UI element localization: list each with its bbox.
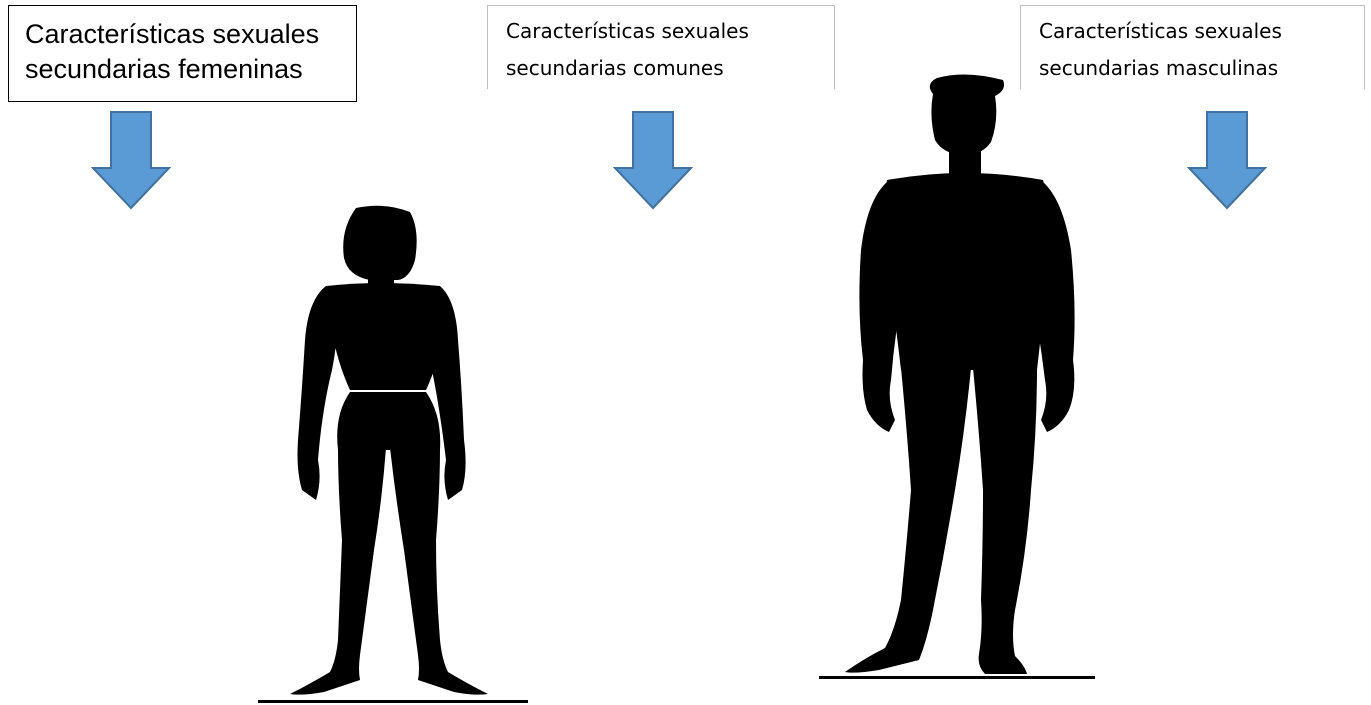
down-arrow-icon <box>1187 111 1267 210</box>
down-arrow-icon <box>91 111 171 210</box>
female-silhouette <box>258 205 528 703</box>
male-label-line-1: Características sexuales <box>1039 19 1282 43</box>
male-silhouette <box>819 74 1095 679</box>
male-characteristics-label: Características sexuales secundarias mas… <box>1020 5 1365 89</box>
common-label-line-1: Características sexuales <box>506 19 749 43</box>
male-label-line-2: secundarias masculinas <box>1039 56 1279 80</box>
female-label-line-1: Características sexuales <box>25 19 320 49</box>
common-label-line-2: secundarias comunes <box>506 56 724 80</box>
female-characteristics-label: Características sexuales secundarias fem… <box>8 5 357 102</box>
female-label-line-2: secundarias femeninas <box>25 54 303 84</box>
down-arrow-icon <box>613 111 693 210</box>
common-characteristics-label: Características sexuales secundarias com… <box>487 5 835 89</box>
